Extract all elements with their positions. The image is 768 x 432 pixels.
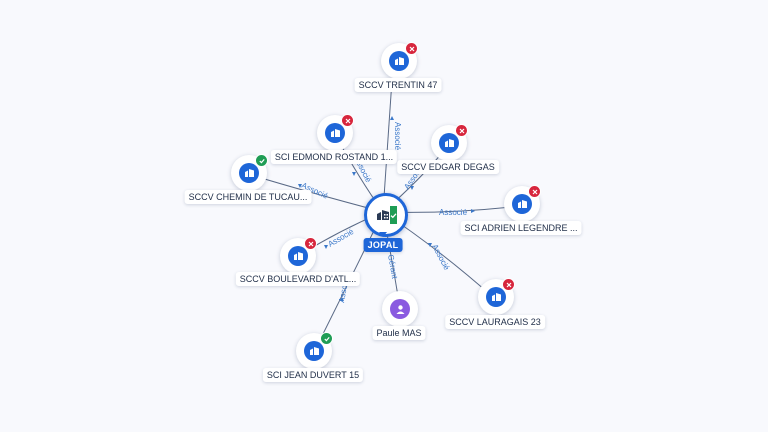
building-icon — [330, 129, 340, 137]
building-icon — [394, 57, 404, 65]
node-sci-edmond-rostand[interactable] — [317, 114, 354, 151]
node-label-boulevard[interactable]: SCCV BOULEVARD D'ATL... — [235, 272, 361, 286]
edge-label-boulevard: Associé — [327, 227, 356, 249]
node-label-edmond-rostand[interactable]: SCI EDMOND ROSTAND 1... — [270, 150, 398, 164]
edge-trentin — [382, 79, 393, 213]
status-closed-icon — [341, 114, 354, 127]
building-icon — [244, 169, 254, 177]
building-icon — [491, 293, 501, 301]
node-sccv-lauragais-23[interactable] — [478, 278, 515, 315]
node-sccv-chemin-de-tucau[interactable] — [231, 154, 268, 191]
arrow-lauragais — [428, 243, 432, 247]
node-sci-adrien-legendre[interactable] — [504, 185, 541, 222]
center-node[interactable] — [364, 193, 408, 237]
status-active-icon — [255, 154, 268, 167]
arrow-edgar-degas — [410, 186, 414, 190]
node-label-lauragais[interactable]: SCCV LAURAGAIS 23 — [445, 315, 545, 329]
status-active-icon — [320, 332, 333, 345]
center-label[interactable]: JOPAL — [363, 238, 403, 252]
status-closed-icon — [455, 124, 468, 137]
person-icon — [396, 304, 404, 314]
node-sccv-edgar-degas[interactable] — [431, 124, 468, 161]
status-closed-icon — [405, 42, 418, 55]
status-closed-icon — [502, 278, 515, 291]
edge-label-adrien-legendre: Associé — [439, 208, 468, 217]
node-label-paule-mas[interactable]: Paule MAS — [372, 326, 426, 340]
arrow-edmond-rostand — [352, 172, 356, 176]
building-icon — [376, 210, 389, 220]
arrow-adrien-legendre — [471, 209, 475, 213]
status-closed-icon — [528, 185, 541, 198]
center-pointer — [379, 232, 387, 237]
building-icon — [517, 200, 527, 208]
node-sccv-boulevard[interactable] — [280, 237, 317, 274]
edge-label-trentin: Associé — [393, 122, 402, 151]
node-label-edgar-degas[interactable]: SCCV EDGAR DEGAS — [397, 160, 499, 174]
node-label-trentin[interactable]: SCCV TRENTIN 47 — [354, 78, 442, 92]
building-icon — [444, 139, 454, 147]
edge-arrows — [298, 116, 475, 301]
building-icon — [309, 347, 319, 355]
status-closed-icon — [304, 237, 317, 250]
arrow-boulevard — [324, 245, 328, 249]
node-label-adrien-legendre[interactable]: SCI ADRIEN LEGENDRE ... — [460, 221, 582, 235]
status-active-icon — [389, 206, 397, 224]
arrow-trentin — [390, 116, 394, 120]
node-label-jean-duvert[interactable]: SCI JEAN DUVERT 15 — [262, 368, 364, 382]
arrow-chemin-tucau — [298, 184, 302, 188]
node-label-chemin-tucau[interactable]: SCCV CHEMIN DE TUCAU... — [184, 190, 312, 204]
edge-label-paule-mas: Gérant — [386, 254, 399, 280]
node-sci-jean-duvert-15[interactable] — [296, 332, 333, 369]
node-sccv-trentin-47[interactable] — [381, 42, 418, 79]
node-person-paule-mas[interactable] — [382, 291, 418, 327]
edge-label-lauragais: Associé — [430, 243, 451, 272]
arrow-jean-duvert — [340, 297, 344, 301]
building-icon — [293, 252, 303, 260]
